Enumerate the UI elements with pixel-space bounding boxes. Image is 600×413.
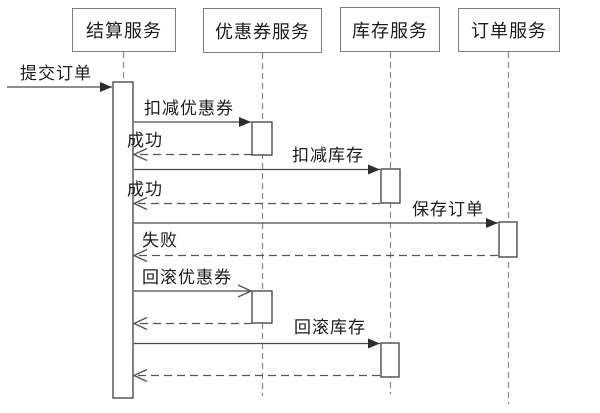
- message-label-deduct-stock: 扣减库存: [292, 146, 364, 165]
- participant-box-stock: 库存服务: [340, 7, 440, 52]
- message-label-rollback-coupon: 回滚优惠券: [142, 268, 232, 287]
- activation-coupon-1: [251, 121, 273, 156]
- activation-coupon-2: [251, 290, 273, 324]
- participant-box-order: 订单服务: [458, 8, 560, 52]
- activation-stock-1: [380, 168, 401, 204]
- message-label-success-coupon: 成功: [127, 131, 163, 150]
- activation-order: [498, 221, 518, 258]
- participant-box-settlement: 结算服务: [72, 8, 176, 52]
- message-label-success-stock: 成功: [127, 180, 163, 199]
- activation-stock-2: [380, 342, 400, 378]
- message-label-deduct-coupon: 扣减优惠券: [144, 99, 234, 118]
- activation-settlement: [112, 81, 134, 399]
- message-label-save-order: 保存订单: [412, 200, 484, 219]
- message-label-submit-order: 提交订单: [20, 64, 92, 83]
- message-label-rollback-stock: 回滚库存: [294, 318, 366, 337]
- message-label-fail: 失败: [142, 231, 178, 250]
- participant-box-coupon: 优惠券服务: [203, 8, 322, 53]
